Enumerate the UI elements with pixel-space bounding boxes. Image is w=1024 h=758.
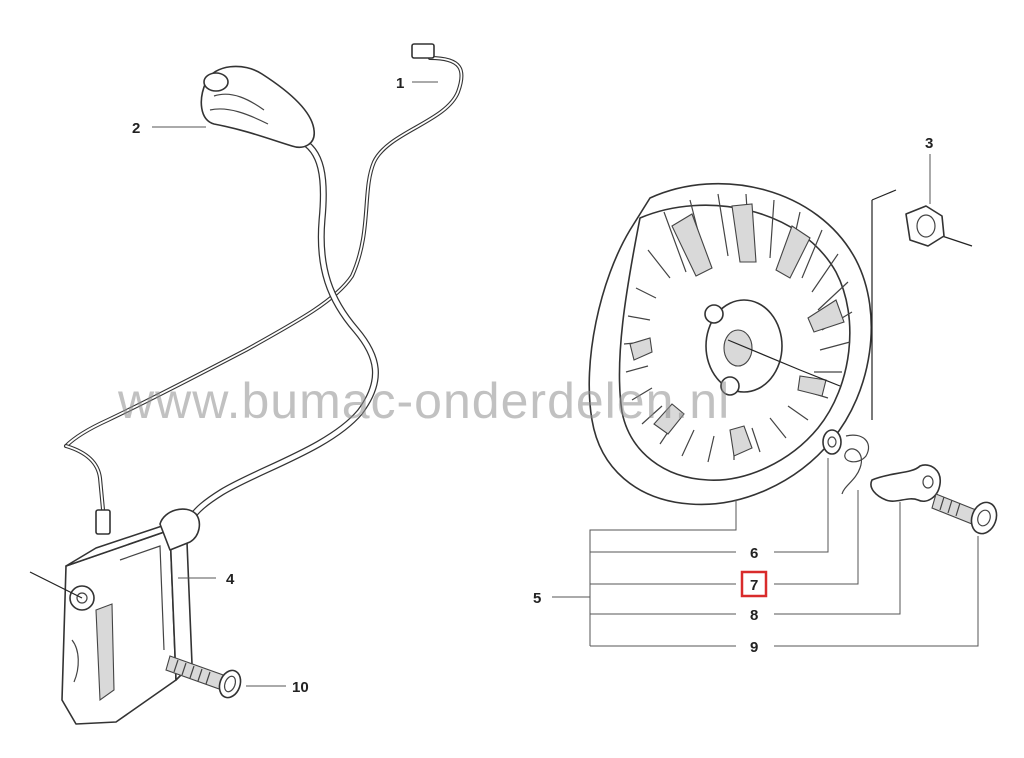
label-part-2: 2 (132, 120, 140, 137)
label-part-6: 6 (750, 545, 758, 562)
hub-boss-lower (720, 376, 740, 396)
ignition-cable (186, 136, 379, 524)
group-5-leaders (552, 458, 979, 647)
starter-pawl (870, 464, 941, 502)
watermark-text: www.bumac-onderdelen.nl (117, 373, 730, 429)
label-part-1: 1 (396, 75, 404, 92)
wire-connector (411, 43, 435, 59)
label-part-9: 9 (750, 639, 758, 656)
ignition-coil-assembly (29, 43, 464, 725)
ignition-coil (61, 508, 201, 725)
ground-wire (64, 43, 464, 535)
label-part-7: 7 (750, 577, 758, 594)
label-part-5: 5 (533, 590, 541, 607)
label-part-8: 8 (750, 607, 758, 624)
label-part-4: 4 (226, 571, 235, 588)
label-part-10: 10 (292, 679, 309, 696)
pawl-bolt (931, 493, 998, 535)
coil-terminal (95, 509, 111, 535)
coil-bolt (29, 571, 242, 699)
hub-boss-upper (704, 304, 724, 324)
flywheel-assembly (552, 154, 998, 647)
highlight-box-part-7 (740, 570, 768, 598)
spark-plug-cap (200, 65, 315, 148)
washer (822, 429, 842, 455)
label-part-3: 3 (925, 135, 933, 152)
coil-cable-boot (159, 508, 201, 551)
flywheel-nut (905, 154, 945, 247)
flywheel (588, 182, 872, 506)
crankshaft-axis (727, 339, 841, 387)
pawl-spring (841, 434, 870, 495)
